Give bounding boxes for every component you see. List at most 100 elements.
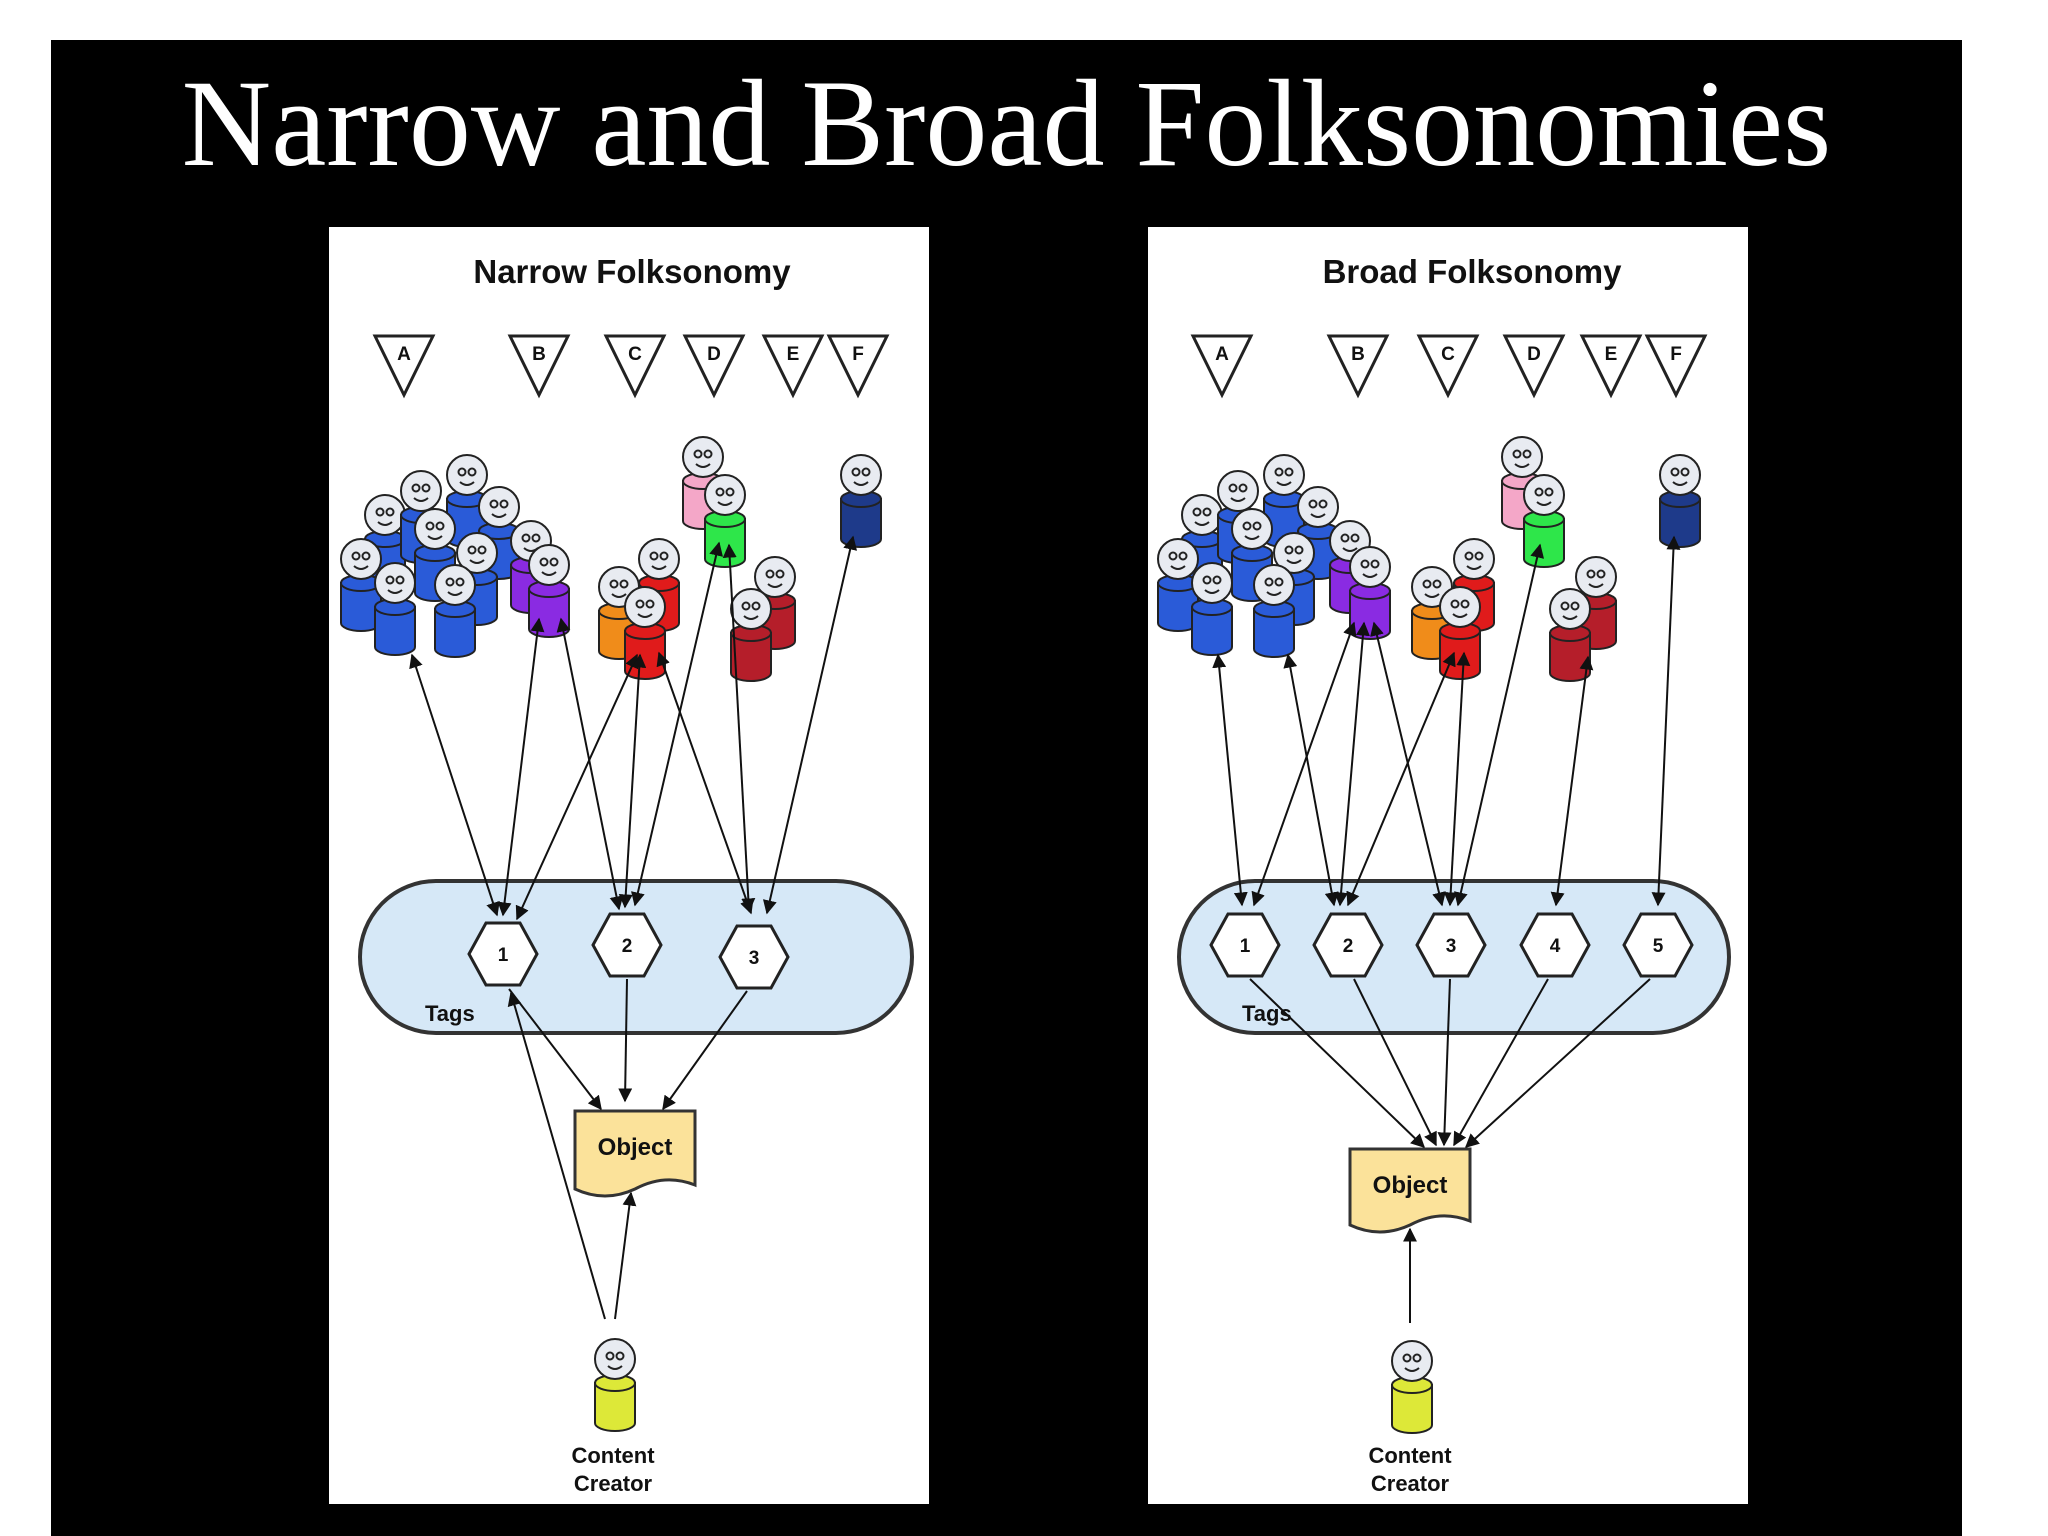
svg-text:Content: Content (1368, 1443, 1452, 1468)
svg-text:C: C (1441, 344, 1455, 365)
user-group-e (1549, 556, 1617, 682)
person-icon (434, 564, 476, 658)
panel-title: Broad Folksonomy (1323, 253, 1623, 290)
user-label-a: A (372, 334, 436, 399)
user-label-d: D (682, 334, 746, 399)
tag-5: 5 (1622, 912, 1694, 978)
person-icon (1191, 562, 1233, 656)
tags-label: Tags (425, 1001, 475, 1026)
user-label-c: C (1416, 334, 1480, 399)
user-group-f (1659, 454, 1701, 548)
svg-text:Creator: Creator (1371, 1471, 1450, 1496)
user-group-f (840, 454, 882, 548)
svg-text:2: 2 (622, 936, 633, 957)
tag-1: 1 (467, 921, 539, 987)
svg-text:E: E (1605, 344, 1618, 365)
user-group-d (682, 436, 746, 568)
svg-text:Object: Object (598, 1134, 673, 1161)
tag-2: 2 (591, 912, 663, 978)
triangle-marker-icon (1326, 334, 1390, 399)
tag-object-arrows (1249, 978, 1651, 1148)
document-icon (573, 1109, 697, 1198)
svg-text:F: F (1670, 344, 1682, 365)
svg-text:A: A (397, 344, 411, 365)
user-group-b (1329, 520, 1391, 640)
hexagon-icon (1415, 912, 1487, 978)
triangle-marker-icon (372, 334, 436, 399)
object-document: Object (573, 1109, 697, 1198)
content-creator: Content Creator (571, 1338, 655, 1496)
tag-2: 2 (1312, 912, 1384, 978)
svg-text:C: C (628, 344, 642, 365)
user-tag-arrows (409, 535, 858, 921)
svg-text:A: A (1215, 344, 1229, 365)
person-icon (1439, 586, 1481, 680)
user-label-d: D (1502, 334, 1566, 399)
person-icon (840, 454, 882, 548)
triangle-marker-icon (1644, 334, 1708, 399)
person-icon (1549, 588, 1591, 682)
person-icon (1523, 474, 1565, 568)
person-icon (374, 562, 416, 656)
user-group-a (1157, 454, 1339, 658)
hexagon-icon (1622, 912, 1694, 978)
user-label-c: C (603, 334, 667, 399)
person-icon (704, 474, 746, 568)
user-group-c (1411, 538, 1495, 680)
person-icon (1253, 564, 1295, 658)
user-label-e: E (1579, 334, 1643, 399)
document-icon (1348, 1147, 1472, 1234)
user-label-b: B (507, 334, 571, 399)
svg-text:4: 4 (1550, 936, 1561, 957)
person-icon (624, 586, 666, 680)
user-label-e: E (761, 334, 825, 399)
user-label-f: F (1644, 334, 1708, 399)
svg-text:F: F (852, 344, 864, 365)
svg-text:Object: Object (1373, 1172, 1448, 1199)
content-creator: Content Creator (1368, 1340, 1452, 1496)
triangle-marker-icon (1579, 334, 1643, 399)
triangle-marker-icon (603, 334, 667, 399)
svg-text:B: B (532, 344, 546, 365)
narrow-folksonomy-panel: Narrow Folksonomy A B C D E (329, 227, 929, 1504)
hexagon-icon (1519, 912, 1591, 978)
user-group-e (730, 556, 796, 682)
panel-title: Narrow Folksonomy (473, 253, 791, 290)
triangle-marker-icon (826, 334, 890, 399)
svg-text:2: 2 (1343, 936, 1354, 957)
triangle-marker-icon (761, 334, 825, 399)
creator-arrows (507, 991, 637, 1320)
user-label-b: B (1326, 334, 1390, 399)
svg-text:3: 3 (1446, 936, 1457, 957)
user-label-f: F (826, 334, 890, 399)
tag-3: 3 (1415, 912, 1487, 978)
triangle-marker-icon (1502, 334, 1566, 399)
svg-text:D: D (707, 344, 721, 365)
hexagon-icon (718, 924, 790, 990)
person-icon (594, 1338, 636, 1432)
triangle-marker-icon (682, 334, 746, 399)
slide: Narrow and Broad Folksonomies Narrow Fol… (51, 40, 1962, 1536)
svg-text:Creator: Creator (574, 1471, 653, 1496)
svg-text:1: 1 (498, 945, 509, 966)
triangle-marker-icon (1190, 334, 1254, 399)
svg-text:Content: Content (571, 1443, 655, 1468)
triangle-marker-icon (1416, 334, 1480, 399)
tag-1: 1 (1209, 912, 1281, 978)
user-group-a (340, 454, 520, 658)
svg-text:1: 1 (1240, 936, 1251, 957)
tag-4: 4 (1519, 912, 1591, 978)
user-tag-arrows (1212, 535, 1681, 907)
user-group-d (1501, 436, 1565, 568)
person-icon (1349, 546, 1391, 640)
hexagon-icon (1312, 912, 1384, 978)
svg-text:5: 5 (1653, 936, 1664, 957)
person-icon (1659, 454, 1701, 548)
svg-text:D: D (1527, 344, 1541, 365)
svg-text:E: E (787, 344, 800, 365)
hexagon-icon (1209, 912, 1281, 978)
tag-object-arrows (508, 978, 748, 1111)
hexagon-icon (467, 921, 539, 987)
person-icon (1391, 1340, 1433, 1434)
user-label-a: A (1190, 334, 1254, 399)
